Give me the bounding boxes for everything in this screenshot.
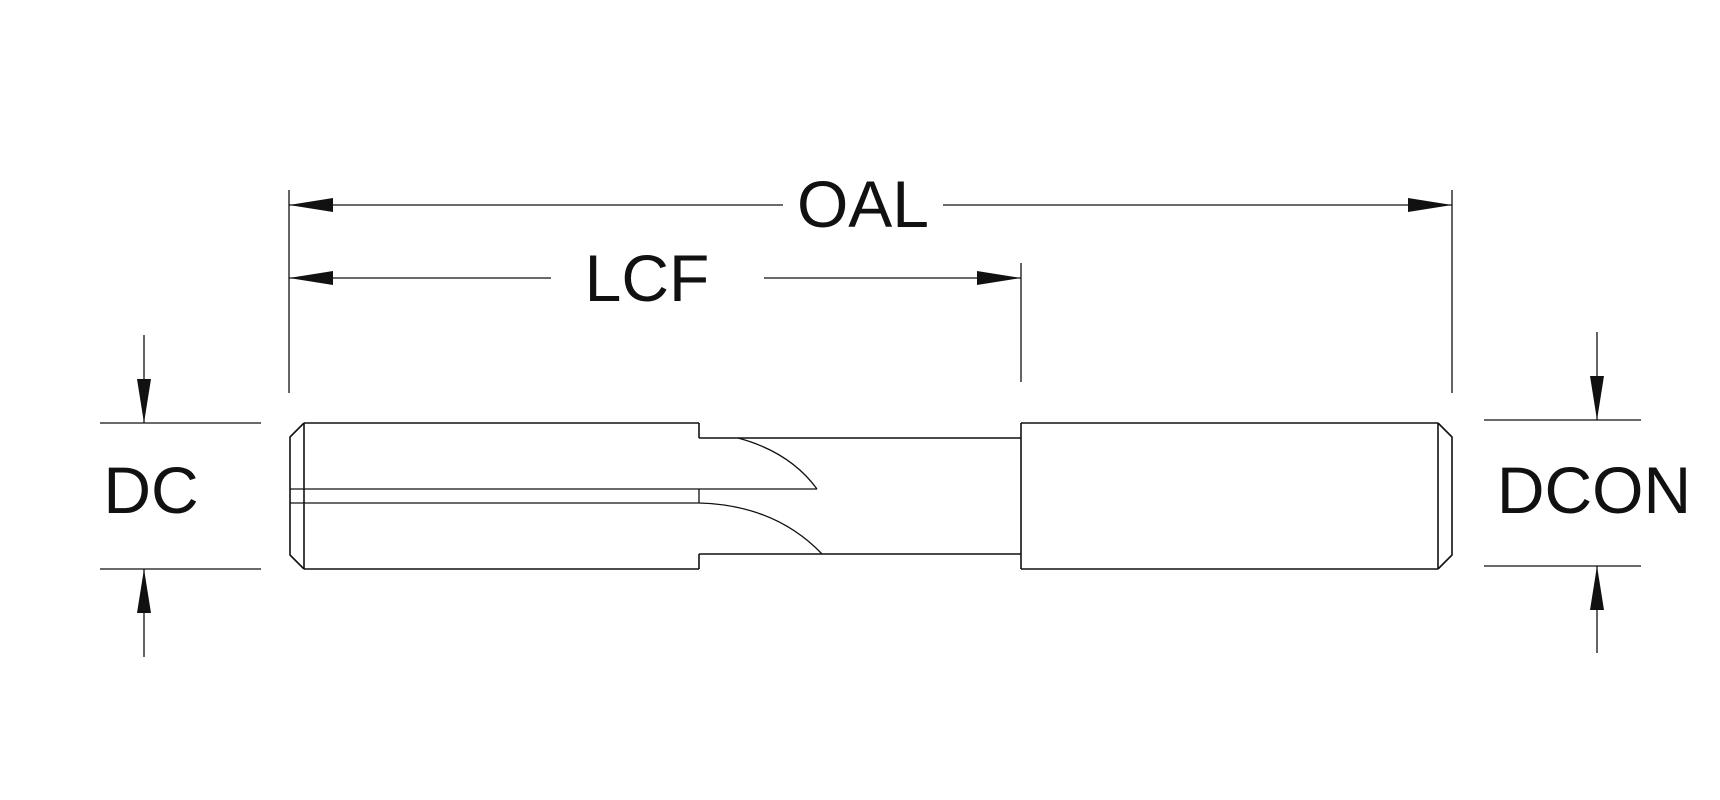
dc-arrowhead-top xyxy=(137,379,151,423)
oal-label: OAL xyxy=(797,167,929,241)
tool-tip-chamfer xyxy=(289,422,305,570)
dcon-label: DCON xyxy=(1497,453,1691,527)
oal-arrowhead-left xyxy=(289,198,333,212)
dcon-arrowhead-bottom xyxy=(1590,566,1604,610)
flute-runout-arc-upper xyxy=(737,437,818,490)
lcf-label: LCF xyxy=(585,241,710,315)
dc-dimension: DC xyxy=(100,335,261,657)
dcon-arrowhead-top xyxy=(1590,376,1604,420)
lcf-dimension: LCF xyxy=(289,241,1022,382)
flute-runout-arc-lower xyxy=(698,502,823,555)
lcf-arrowhead-right xyxy=(977,271,1021,285)
dcon-dimension: DCON xyxy=(1484,332,1691,653)
oal-arrowhead-right xyxy=(1408,198,1452,212)
dc-arrowhead-bottom xyxy=(137,569,151,613)
oal-dimension: OAL xyxy=(288,167,1453,393)
tool-outline xyxy=(289,422,1453,570)
lcf-arrowhead-left xyxy=(289,271,333,285)
shank-end-chamfer xyxy=(1437,422,1453,570)
dc-label: DC xyxy=(103,453,198,527)
